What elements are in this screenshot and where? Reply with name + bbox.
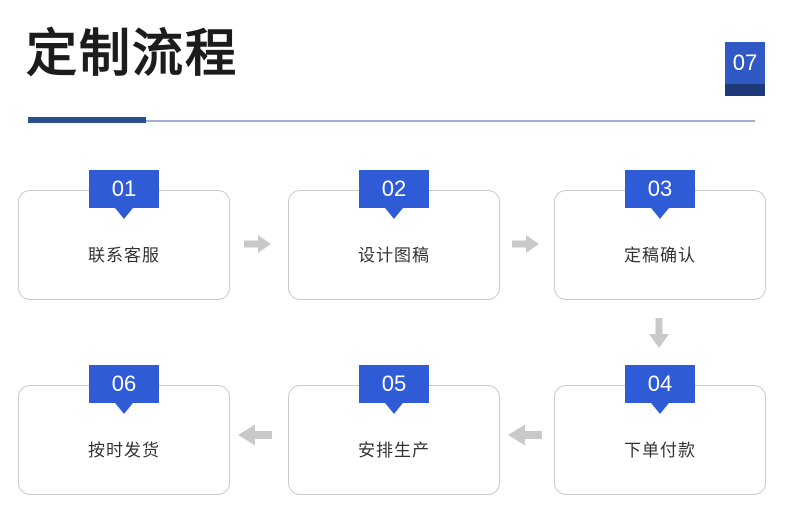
section-number-badge: 07: [725, 42, 765, 96]
flow-step-label-01: 联系客服: [88, 246, 160, 265]
page-header: 定制流程 07: [0, 0, 790, 130]
arrow-down-icon: [648, 318, 670, 348]
page-title: 定制流程: [26, 25, 239, 82]
flow-step-number-01: 01: [111, 176, 137, 201]
section-badge-body: [725, 42, 765, 84]
flow-step-label-05: 安排生产: [358, 441, 430, 460]
flow-step-number-02: 02: [381, 176, 407, 201]
flow-step-card-05[interactable]: 05 安排生产: [288, 365, 500, 495]
arrow-left-icon: [508, 423, 542, 447]
arrow-left-icon: [238, 423, 272, 447]
flow-step-tag-06: 06: [89, 365, 159, 414]
header-rule-accent: [28, 117, 146, 123]
flow-step-label-06: 按时发货: [88, 441, 160, 460]
flow-step-number-05: 05: [381, 371, 407, 396]
tag-notch-icon: [651, 208, 669, 219]
flow-step-card-06[interactable]: 06 按时发货: [18, 365, 230, 495]
flow-step-tag-02: 02: [359, 170, 429, 219]
flow-step-number-06: 06: [111, 371, 137, 396]
tag-notch-icon: [385, 403, 403, 414]
arrow-right-icon: [244, 234, 271, 254]
section-badge-foot: [725, 84, 765, 96]
flow-step-label-04: 下单付款: [624, 441, 696, 460]
section-badge-number: 07: [732, 50, 758, 75]
flow-step-number-04: 04: [647, 371, 673, 396]
arrow-right-icon: [512, 234, 539, 254]
flow-step-tag-03: 03: [625, 170, 695, 219]
flow-step-tag-05: 05: [359, 365, 429, 414]
flow-step-card-04[interactable]: 04 下单付款: [554, 365, 766, 495]
flow-step-tag-01: 01: [89, 170, 159, 219]
tag-notch-icon: [115, 208, 133, 219]
flow-step-number-03: 03: [647, 176, 673, 201]
flow-step-label-03: 定稿确认: [624, 246, 696, 265]
flow-step-card-02[interactable]: 02 设计图稿: [288, 170, 500, 300]
flow-step-card-01[interactable]: 01 联系客服: [18, 170, 230, 300]
header-rule-light: [28, 120, 755, 122]
process-flow-diagram: 01 联系客服 02 设计图稿 03 定稿确认 06 按时发货 05 安排生产: [0, 130, 790, 531]
tag-notch-icon: [115, 403, 133, 414]
tag-notch-icon: [385, 208, 403, 219]
flow-step-card-03[interactable]: 03 定稿确认: [554, 170, 766, 300]
flow-step-tag-04: 04: [625, 365, 695, 414]
tag-notch-icon: [651, 403, 669, 414]
flow-step-label-02: 设计图稿: [358, 246, 430, 265]
